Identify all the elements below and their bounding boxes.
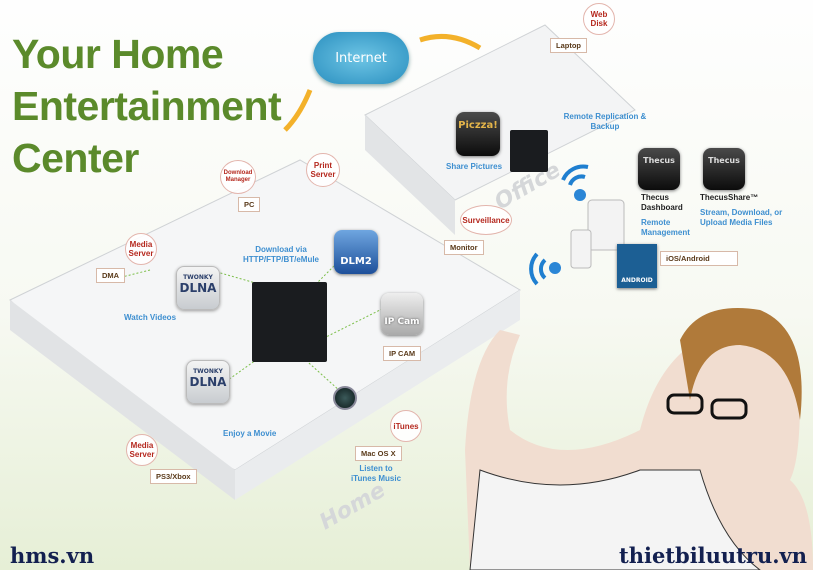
listen-itunes-caption: Listen to iTunes Music: [350, 464, 402, 483]
watch-videos-caption: Watch Videos: [124, 313, 177, 322]
page-title: Your Home Entertainment Center: [12, 31, 282, 181]
dma-label: DMA: [96, 268, 126, 283]
ip-cam-app-icon: IP Cam: [381, 293, 423, 335]
thecus-share-label: ThecusShare™: [700, 193, 759, 202]
media-server-bubble: Media Server: [126, 434, 158, 466]
download-manager-bubble: Download Manager: [220, 160, 256, 194]
media-server-bubble: Media Server: [125, 233, 157, 265]
piczza-app-icon: Piczza!: [456, 112, 500, 156]
pc-label: PC: [238, 197, 261, 212]
monitor-label: Monitor: [444, 240, 484, 255]
thecus-dashboard-app-icon: Thecus: [638, 148, 680, 190]
footer-left-brand: hms.vn: [10, 543, 95, 568]
dlm2-app-icon: DLM2: [334, 230, 378, 274]
web-disk-bubble: Web Disk: [583, 3, 615, 35]
ios-android-label: iOS/Android: [660, 251, 738, 266]
remote-replication-caption: Remote Replication & Backup: [563, 112, 647, 131]
remote-management-caption: Remote Management: [641, 218, 690, 237]
phone-icon: [570, 229, 592, 269]
nas-device-office: [510, 130, 548, 172]
print-server-bubble: Print Server: [306, 153, 340, 187]
home-label: Home: [316, 478, 390, 535]
stream-download-caption: Stream, Download, or Upload Media Files: [700, 208, 783, 227]
footer-right-brand: thietbiluutru.vn: [619, 543, 807, 568]
share-pictures-caption: Share Pictures: [446, 162, 503, 171]
time-machine-icon: [333, 386, 357, 410]
enjoy-movie-caption: Enjoy a Movie: [223, 429, 277, 438]
arrow-icon: [419, 33, 482, 51]
thecus-dashboard-label: Thecus Dashboard: [641, 193, 683, 212]
tablet-icon: [587, 199, 625, 251]
ps3-xbox-label: PS3/Xbox: [150, 469, 197, 484]
mac-os-x-label: Mac OS X: [355, 446, 402, 461]
surveillance-bubble: Surveillance: [460, 205, 512, 235]
thecus-share-app-icon: Thecus: [703, 148, 745, 190]
download-via-caption: Download via HTTP/FTP/BT/eMule: [243, 245, 319, 264]
ip-cam-label: IP CAM: [383, 346, 422, 361]
android-icon: ANDROID: [617, 244, 657, 288]
nas-device: [252, 282, 327, 362]
laptop-label: Laptop: [550, 38, 587, 53]
arrow-icon: [283, 89, 313, 132]
wifi-icon: [529, 164, 589, 286]
internet-cloud: Internet: [313, 32, 409, 84]
itunes-bubble: iTunes: [390, 410, 422, 442]
